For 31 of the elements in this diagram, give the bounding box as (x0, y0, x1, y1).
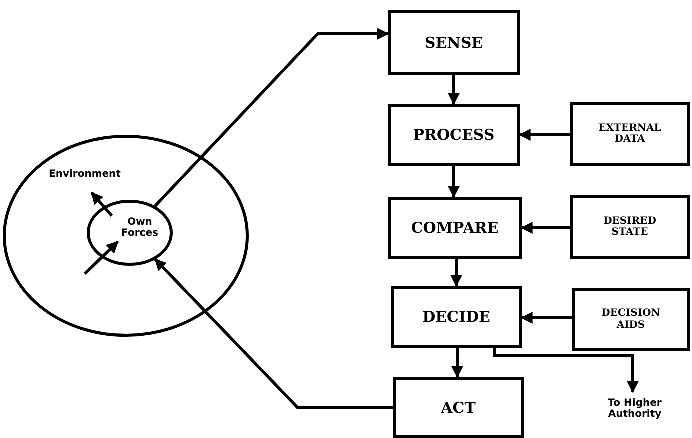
node-label: DECIDE (422, 308, 490, 326)
process-box (570, 195, 690, 259)
node-label: ACT (441, 398, 476, 416)
node-label: EXTERNAL DATA (598, 122, 662, 146)
ellipse (87, 200, 173, 266)
arrow (520, 222, 570, 234)
node-label: SENSE (424, 34, 484, 52)
process-box (388, 10, 520, 75)
process-box (393, 377, 524, 438)
arrow (452, 348, 464, 378)
node-label: DECISION AIDS (600, 308, 662, 331)
process-box (391, 286, 522, 348)
destination-label: To Higher Authority (607, 398, 663, 420)
node-label: Environment (49, 169, 121, 180)
arrow (494, 348, 639, 394)
node-label: DESIRED STATE (602, 216, 658, 238)
process-box (572, 288, 690, 351)
node-label: Own Forces (120, 216, 160, 240)
arrow (448, 75, 460, 106)
arrow (154, 28, 390, 208)
arrow (450, 259, 462, 288)
arrow (518, 129, 570, 141)
arrow (448, 166, 460, 198)
process-box (570, 102, 690, 166)
arrow (154, 258, 393, 410)
environment-ellipse (3, 135, 249, 337)
node-label: COMPARE (411, 219, 499, 237)
arrow (520, 312, 572, 324)
node-label: PROCESS (413, 126, 495, 144)
process-box (388, 104, 520, 166)
process-box (388, 197, 522, 259)
